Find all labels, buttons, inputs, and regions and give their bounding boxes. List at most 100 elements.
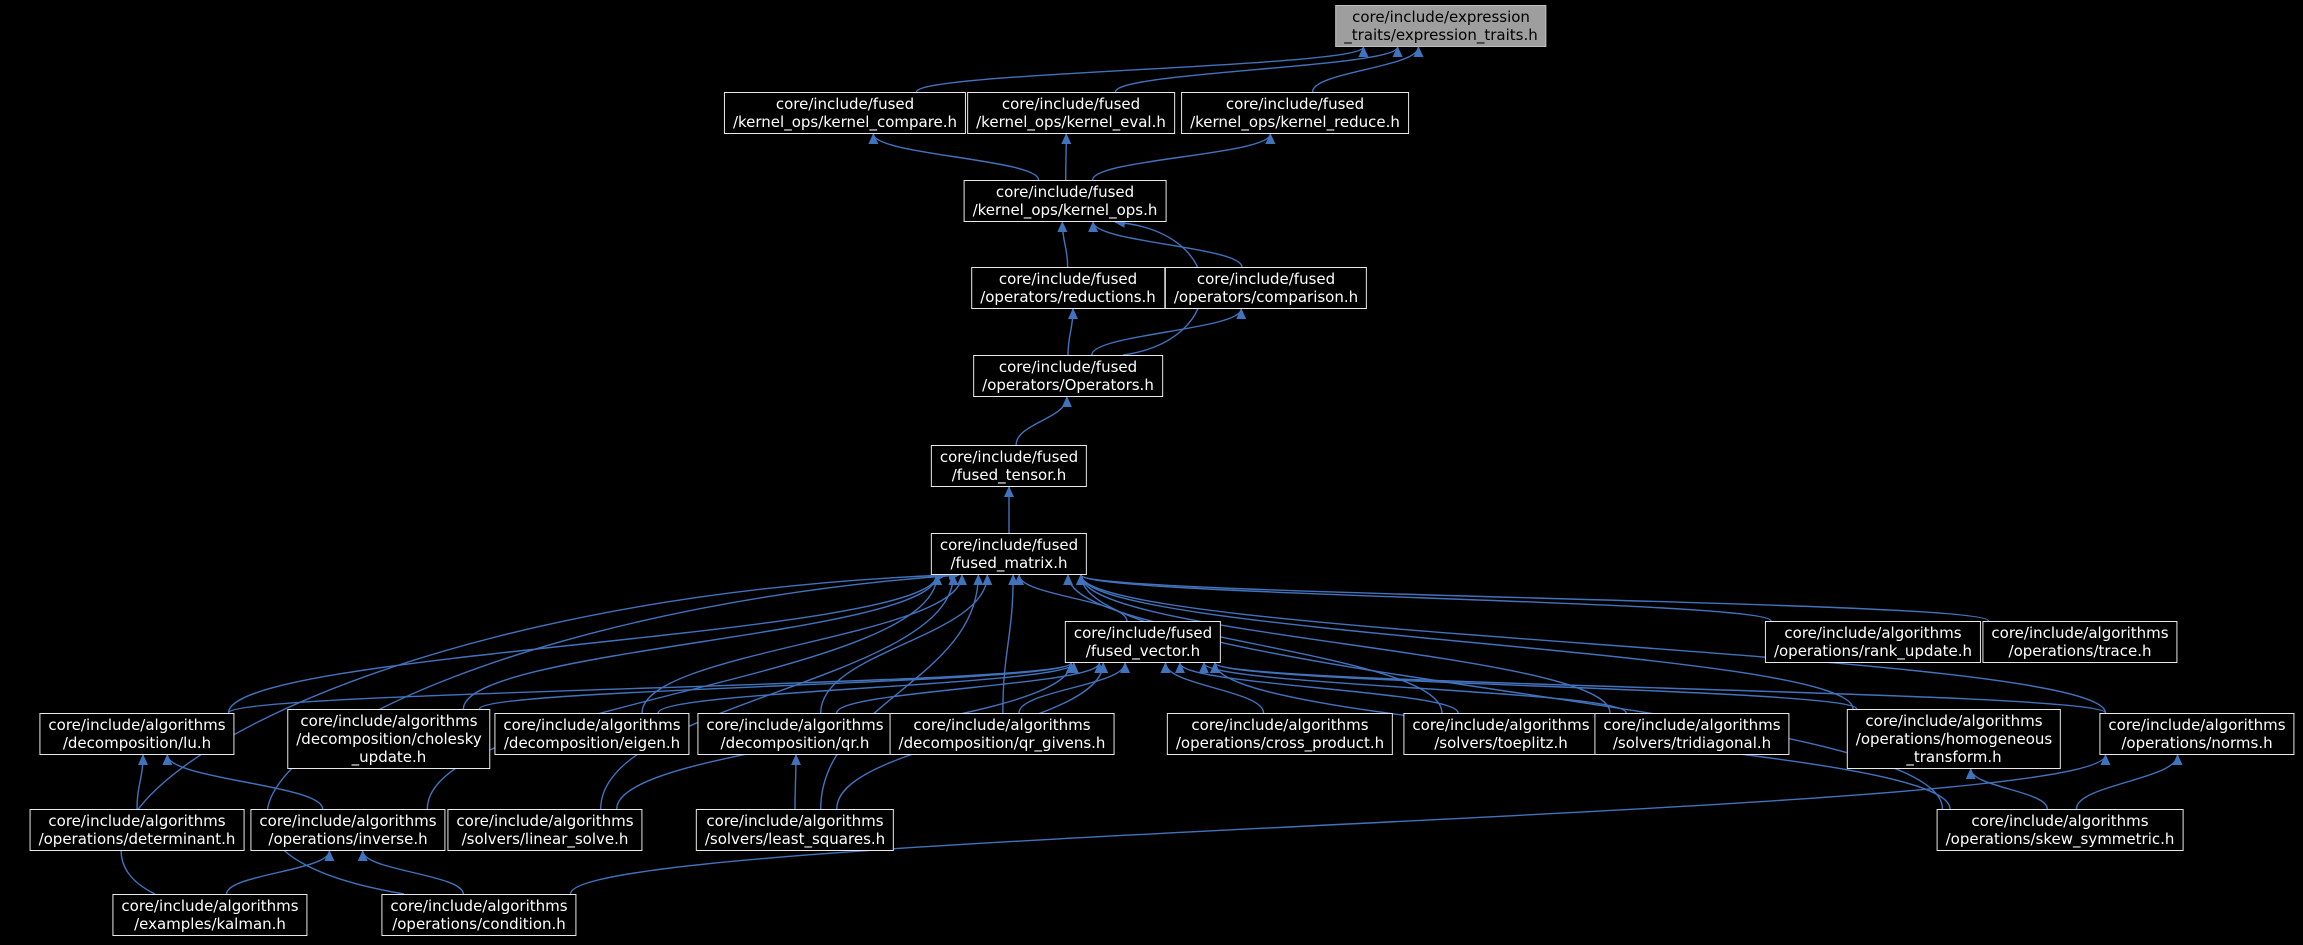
graph-node-label-line: core/include/algorithms [48,716,226,734]
graph-node-label-line: /operations/homogeneous [1855,730,2053,748]
edge-kalman-fused_matrix [120,570,948,895]
graph-node-label-line: /fused_tensor.h [951,466,1067,484]
graph-node-label-line: /operations/rank_update.h [1773,642,1973,660]
edge-kernel_eval-expression_traits [1114,46,1403,93]
graph-node-label-line: /fused_vector.h [1085,642,1201,660]
graph-node-fused_matrix[interactable]: core/include/fused/fused_matrix.h [930,533,1088,575]
graph-node-toeplitz[interactable]: core/include/algorithms/solvers/toeplitz… [1403,713,1599,755]
graph-node-skew_symmetric[interactable]: core/include/algorithms/operations/skew_… [1936,809,2184,851]
graph-node-label-line: _transform.h [1906,748,2002,766]
graph-node-kernel_eval[interactable]: core/include/fused/kernel_ops/kernel_eva… [967,92,1175,134]
graph-node-label-line: core/include/algorithms [456,812,634,830]
graph-node-label-line: /operators/comparison.h [1173,288,1359,306]
edge-condition-inverse [357,850,464,895]
graph-node-cholesky_update[interactable]: core/include/algorithms/decomposition/ch… [287,709,491,769]
edge-comparison-kernel_ops [1088,221,1243,268]
edge-tridiagonal-fused_matrix [1076,574,1611,714]
graph-node-operators[interactable]: core/include/fused/operators/Operators.h [973,355,1163,397]
graph-node-label-line: core/include/fused [998,358,1138,376]
edge-norms-fused_matrix [1076,574,2107,714]
graph-node-tridiagonal[interactable]: core/include/algorithms/solvers/tridiago… [1594,713,1790,755]
edge-toeplitz-fused_matrix [1063,574,1443,714]
graph-node-label-line: core/include/algorithms [300,712,478,730]
graph-node-label-line: core/include/algorithms [2108,716,2286,734]
graph-node-least_squares[interactable]: core/include/algorithms/solvers/least_sq… [695,809,895,851]
graph-node-determinant[interactable]: core/include/algorithms/operations/deter… [29,809,245,851]
graph-node-label-line: core/include/algorithms [1784,624,1962,642]
graph-node-inverse[interactable]: core/include/algorithms/operations/inver… [250,809,446,851]
graph-node-fused_vector[interactable]: core/include/fused/fused_vector.h [1064,621,1222,663]
graph-node-label-line: /kernel_ops/kernel_ops.h [972,201,1158,219]
graph-node-kernel_compare[interactable]: core/include/fused/kernel_ops/kernel_com… [723,92,967,134]
graph-node-label-line: core/include/algorithms [121,897,299,915]
graph-node-label-line: core/include/algorithms [706,812,884,830]
graph-node-rank_update[interactable]: core/include/algorithms/operations/rank_… [1764,621,1982,663]
edge-homogeneous_transform-fused_vector [1210,662,1858,710]
graph-node-kernel_reduce[interactable]: core/include/fused/kernel_ops/kernel_red… [1181,92,1409,134]
edge-cholesky_update-fused_vector [478,662,1076,710]
graph-node-lu[interactable]: core/include/algorithms/decomposition/lu… [39,713,235,755]
edge-eigen-fused_vector [657,662,1079,714]
edge-qr-fused_vector [836,662,1105,714]
graph-node-homogeneous_transform[interactable]: core/include/algorithms/operations/homog… [1846,709,2062,769]
graph-node-label-line: core/include/algorithms [1603,716,1781,734]
graph-node-comparison[interactable]: core/include/fused/operators/comparison.… [1164,267,1368,309]
graph-node-fused_tensor[interactable]: core/include/fused/fused_tensor.h [930,445,1088,487]
graph-node-condition[interactable]: core/include/algorithms/operations/condi… [381,894,577,936]
graph-node-label-line: core/include/fused [998,270,1138,288]
graph-node-label-line: core/include/algorithms [1412,716,1590,734]
edge-toeplitz-fused_vector [1175,662,1459,714]
graph-node-norms[interactable]: core/include/algorithms/operations/norms… [2099,713,2295,755]
edge-fused_vector-fused_matrix [1014,574,1128,622]
edge-fused_tensor-operators [1015,396,1072,446]
graph-node-label-line: core/include/algorithms [390,897,568,915]
edge-qr-fused_matrix [819,574,993,714]
graph-node-trace[interactable]: core/include/algorithms/operations/trace… [1982,621,2178,663]
edge-linear_solve-fused_matrix [599,574,959,810]
graph-node-label-line: core/include/fused [1196,270,1336,288]
graph-node-label-line: /operations/cross_product.h [1175,734,1385,752]
graph-node-label-line: /kernel_ops/kernel_compare.h [732,113,958,131]
edge-least_squares-qr [790,754,801,810]
edge-kernel_ops-kernel_compare [868,133,1040,181]
graph-node-label-line: core/include/expression [1352,8,1530,26]
graph-node-label-line: core/include/algorithms [1191,716,1369,734]
graph-node-label-line: _update.h [351,748,427,766]
graph-node-label-line: core/include/fused [1225,95,1365,113]
graph-node-label-line: core/include/algorithms [706,716,884,734]
graph-node-label-line: /decomposition/eigen.h [503,734,681,752]
graph-node-label-line: /operations/determinant.h [38,830,236,848]
edge-condition-norms [569,754,2111,895]
graph-node-label-line: core/include/fused [939,536,1079,554]
graph-node-label-line: /decomposition/cholesky [296,730,482,748]
graph-node-cross_product[interactable]: core/include/algorithms/operations/cross… [1166,713,1394,755]
graph-node-expression_traits[interactable]: core/include/expression_traits/expressio… [1335,5,1547,47]
graph-node-linear_solve[interactable]: core/include/algorithms/solvers/linear_s… [447,809,643,851]
edge-skew_symmetric-norms [2075,754,2183,810]
edge-skew_symmetric-homogeneous_transform [1965,768,2048,810]
graph-node-label-line: /solvers/linear_solve.h [461,830,629,848]
edge-operators-comparison [1091,308,1247,356]
graph-node-eigen[interactable]: core/include/algorithms/decomposition/ei… [494,713,690,755]
graph-node-label-line: core/include/algorithms [48,812,226,830]
edge-qr_givens-fused_vector [1018,662,1131,714]
graph-node-label-line: core/include/algorithms [503,716,681,734]
edge-homogeneous_transform-fused_matrix [1076,574,1854,710]
edge-eigen-fused_matrix [641,574,967,714]
graph-node-label-line: /kernel_ops/kernel_eval.h [976,113,1166,131]
edge-inverse-lu [162,754,324,810]
graph-node-qr_givens[interactable]: core/include/algorithms/decomposition/qr… [889,713,1115,755]
graph-node-kalman[interactable]: core/include/algorithms/examples/kalman.… [112,894,308,936]
graph-node-label-line: core/include/fused [939,448,1079,466]
graph-node-label-line: /examples/kalman.h [134,915,286,933]
edge-kernel_ops-kernel_eval [1061,133,1072,181]
graph-node-qr[interactable]: core/include/algorithms/decomposition/qr… [697,713,893,755]
graph-node-kernel_ops[interactable]: core/include/fused/kernel_ops/kernel_ops… [963,180,1167,222]
edge-kalman-inverse [225,850,335,895]
graph-node-label-line: /kernel_ops/kernel_reduce.h [1190,113,1400,131]
graph-node-label-line: /operations/norms.h [2121,734,2273,752]
graph-node-label-line: /operators/Operators.h [982,376,1154,394]
edge-kernel_ops-kernel_reduce [1091,133,1276,181]
graph-node-reductions[interactable]: core/include/fused/operators/reductions.… [971,267,1165,309]
